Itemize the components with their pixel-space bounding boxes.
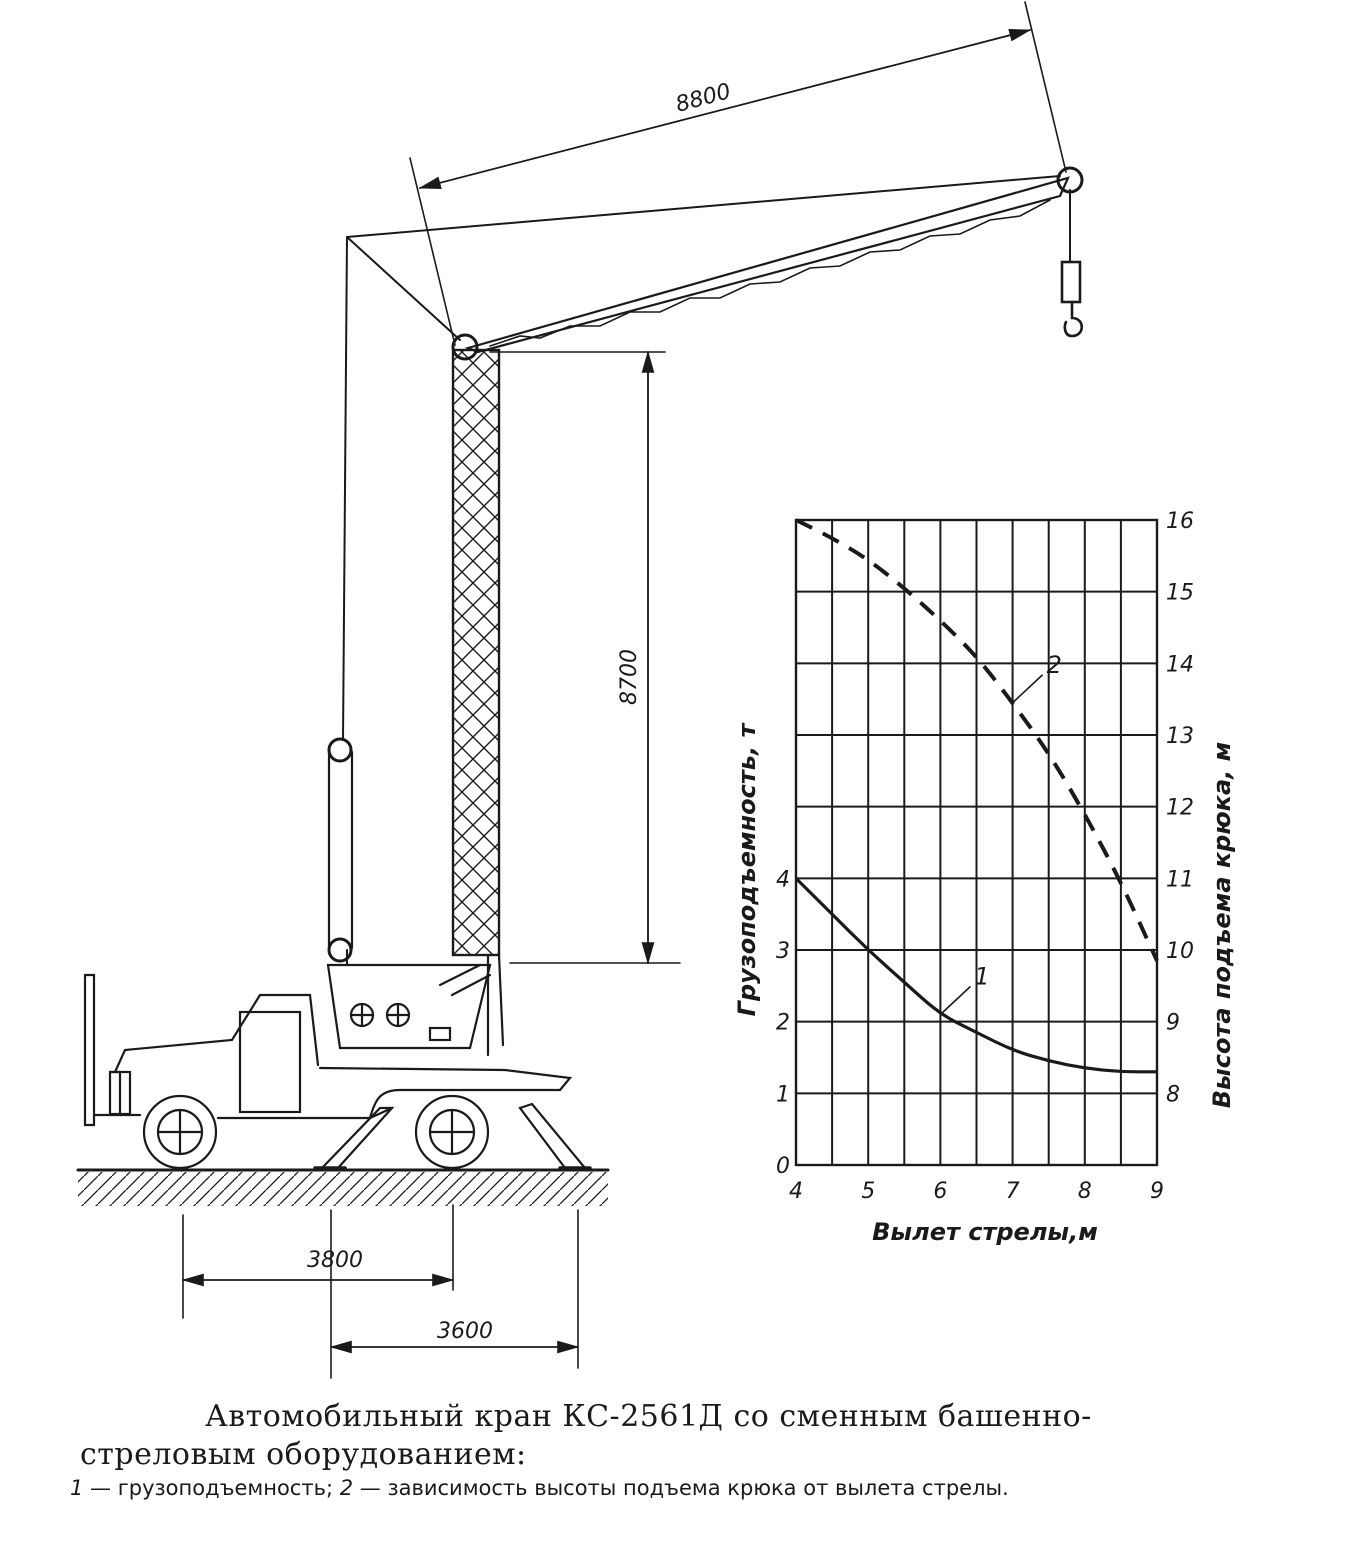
legend-2-text: — зависимость высоты подъема крюка от вы… [353,1476,1009,1500]
x-tick-label: 9 [1150,1179,1164,1204]
slewing-platform [326,963,492,1050]
crane-diagram: 8800 8700 3800 3600 12 45678901234891011… [76,1,1236,1379]
legend-1-number: 1 [70,1476,84,1500]
rear-wheel [414,1094,490,1170]
dimension-tower-height [489,350,681,965]
luffing-tackle [327,737,354,963]
y-left-axis-title: Грузоподъемность, т [733,722,761,1017]
dim-3600-label: 3600 [437,1319,493,1344]
boom-length-label: 8800 [673,79,734,118]
boom-head-sheave [1056,166,1084,194]
x-tick-label: 6 [933,1179,947,1204]
x-tick-label: 8 [1078,1179,1092,1204]
crane-drawing [76,1,1084,1379]
y-right-tick-label: 8 [1166,1082,1180,1107]
figure-caption-legend: 1 — грузоподъемность; 2 — зависимость вы… [70,1472,1240,1504]
y-right-axis-title: Высота подъема крюка, м [1208,742,1236,1108]
y-right-tick-label: 16 [1166,509,1194,534]
chart-grid [794,518,1159,1167]
tower-height-label: 8700 [617,649,642,705]
legend-2-number: 2 [339,1476,354,1500]
dim-3800-label: 3800 [307,1248,363,1273]
x-tick-label: 7 [1006,1179,1020,1204]
series-label: 2 [1047,651,1062,679]
legend-1-text: — грузоподъемность; [83,1476,340,1500]
y-right-tick-label: 9 [1166,1011,1180,1036]
x-axis-title: Вылет стрелы,м [872,1218,1098,1246]
truck-chassis [83,973,573,1127]
y-left-tick-label: 2 [776,1011,790,1036]
y-right-tick-label: 10 [1166,939,1194,964]
dimension-boom-length [409,1,1067,346]
boom-foot-sheave [451,333,479,361]
ground [76,1168,610,1206]
y-left-tick-label: 4 [776,867,790,892]
y-left-tick-label: 0 [776,1154,790,1179]
x-tick-label: 4 [789,1179,803,1204]
y-left-tick-label: 3 [776,939,790,964]
series-line-2 [795,518,1159,962]
rigging [342,175,1071,966]
x-tick-label: 5 [861,1179,875,1204]
chart-series: 12 [794,518,1159,1074]
y-right-tick-label: 12 [1166,796,1194,821]
outriggers [313,1102,592,1170]
y-right-tick-label: 14 [1166,652,1194,677]
front-wheel [142,1094,218,1170]
series-line-1 [794,877,1157,1074]
boom [464,176,1070,354]
series-label-leader [939,985,971,1016]
dimension-base [181,1204,580,1379]
figure-caption-title: Автомобильный кран КС-2561Д со сменным б… [80,1399,1092,1472]
y-right-tick-label: 11 [1166,867,1194,892]
tower-mast [451,348,505,1057]
series-label: 1 [974,963,989,991]
series-label-leader [1012,674,1044,704]
y-right-tick-label: 15 [1166,581,1194,606]
y-right-tick-label: 13 [1166,724,1194,749]
y-left-tick-label: 1 [776,1082,790,1107]
hook-block [1060,260,1084,338]
